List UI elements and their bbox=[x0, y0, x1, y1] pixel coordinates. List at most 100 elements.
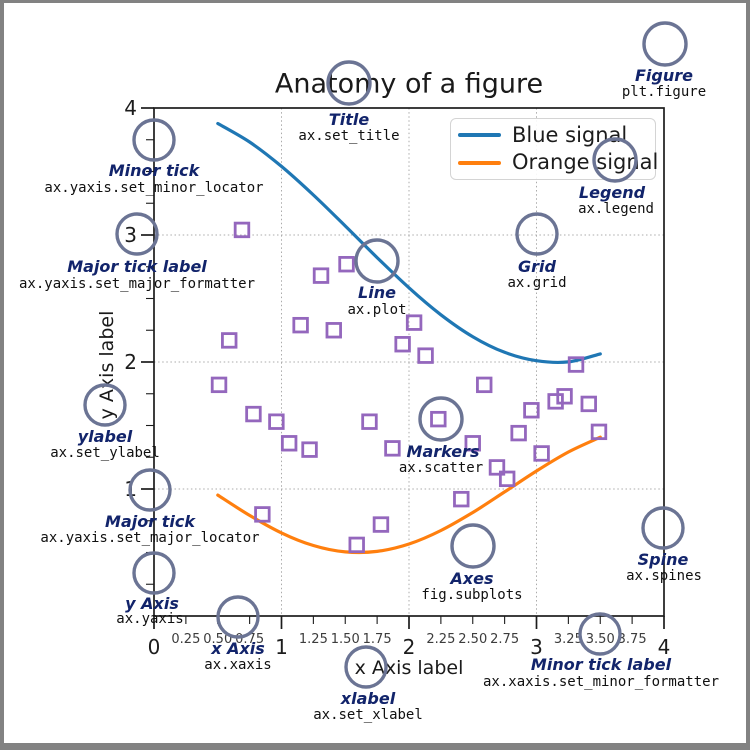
scatter-marker-24 bbox=[510, 424, 527, 442]
scatter-marker-32 bbox=[464, 435, 481, 452]
annotation-code-xlabel: ax.set_xlabel bbox=[313, 707, 423, 723]
scatter-marker-23 bbox=[590, 423, 608, 441]
y-major-tick-label-1: 1 bbox=[124, 477, 137, 501]
annotation-label-grid: Grid bbox=[518, 257, 556, 276]
annotation-circle-axes bbox=[450, 523, 496, 569]
scatter-marker-15 bbox=[430, 410, 447, 428]
x-minor-tick-label-3.75: 3.75 bbox=[618, 632, 647, 647]
annotation-code-axes: fig.subplots bbox=[421, 587, 523, 603]
scatter-marker-6 bbox=[405, 314, 423, 331]
annotation-circle-minor-tick bbox=[132, 118, 176, 162]
annotation-circle-figure bbox=[642, 21, 688, 67]
scatter-marker-1 bbox=[312, 267, 330, 284]
scatter-marker-14 bbox=[361, 413, 378, 430]
scatter-marker-19 bbox=[523, 402, 540, 419]
scatter-marker-9 bbox=[210, 376, 228, 394]
x-major-tick-label-1: 1 bbox=[275, 635, 288, 659]
annotation-circle-grid bbox=[515, 212, 559, 256]
legend-item-blue-signal: Blue signal bbox=[451, 123, 655, 148]
scatter-marker-26 bbox=[488, 459, 506, 476]
x-minor-tick-label-1.25: 1.25 bbox=[299, 632, 328, 647]
annotation-code-minor-tick-label: ax.xaxis.set_minor_formatter bbox=[482, 674, 720, 690]
annotation-code-spine: ax.spines bbox=[626, 568, 702, 584]
legend-label: Orange signal bbox=[512, 150, 659, 175]
annotation-code-major-tick-label: ax.yaxis.set_major_formatter bbox=[18, 276, 256, 292]
annotation-code-grid: ax.grid bbox=[507, 275, 567, 291]
scatter-marker-22 bbox=[580, 395, 597, 413]
annotation-code-ylabel: ax.set_ylabel bbox=[50, 445, 160, 461]
x-minor-tick-label-0.75: 0.75 bbox=[235, 632, 264, 647]
annotation-label-major-tick-label: Major tick label bbox=[67, 257, 207, 276]
scatter-marker-29 bbox=[254, 506, 271, 523]
annotation-code-markers: ax.scatter bbox=[398, 460, 484, 476]
x-minor-tick-label-3.5: 3.50 bbox=[586, 632, 615, 647]
legend-item-orange-signal: Orange signal bbox=[451, 150, 659, 176]
scatter-marker-16 bbox=[384, 440, 401, 457]
annotation-circle-y-axis bbox=[132, 551, 176, 595]
x-axis-label: x Axis label bbox=[354, 657, 464, 679]
legend: Blue signal Orange signal bbox=[450, 118, 659, 180]
scatter-marker-5 bbox=[221, 332, 238, 349]
annotation-code-x-axis: ax.xaxis bbox=[204, 657, 272, 673]
annotation-label-legend: Legend bbox=[578, 183, 646, 202]
annotation-circle-spine bbox=[641, 506, 685, 550]
x-minor-tick-label-1.5: 1.50 bbox=[331, 632, 360, 647]
annotation-circle-major-tick-label bbox=[115, 212, 159, 256]
annotation-label-xlabel: xlabel bbox=[340, 689, 396, 708]
annotation-label-title: Title bbox=[328, 110, 370, 129]
x-major-tick-label-4: 4 bbox=[658, 635, 671, 659]
annotation-label-markers: Markers bbox=[406, 442, 480, 461]
line-orange-signal bbox=[216, 435, 602, 555]
scatter-marker-8 bbox=[417, 347, 434, 364]
scatter-marker-12 bbox=[280, 435, 298, 452]
annotation-circle-major-tick bbox=[128, 468, 172, 512]
scatter-marker-3 bbox=[292, 316, 309, 334]
annotation-code-figure: plt.figure bbox=[621, 84, 707, 100]
y-major-tick-label-2: 2 bbox=[124, 350, 137, 374]
scatter-marker-28 bbox=[453, 490, 470, 508]
annotation-circle-minor-tick-label bbox=[578, 612, 622, 656]
scatter-marker-18 bbox=[567, 356, 585, 373]
x-minor-tick-label-2.25: 2.25 bbox=[426, 632, 455, 647]
scatter-marker-27 bbox=[498, 470, 516, 488]
scatter-marker-17 bbox=[476, 376, 493, 394]
x-minor-tick-label-1.75: 1.75 bbox=[363, 632, 392, 647]
scatter-marker-13 bbox=[301, 441, 318, 458]
blue-line-swatch bbox=[458, 133, 501, 138]
annotation-code-line: ax.plot bbox=[347, 302, 407, 318]
orange-line-swatch bbox=[458, 160, 501, 165]
x-major-tick-label-3: 3 bbox=[530, 635, 543, 659]
scatter-marker-4 bbox=[325, 322, 342, 339]
annotation-label-minor-tick: Minor tick bbox=[108, 161, 200, 180]
x-major-tick-label-0: 0 bbox=[148, 635, 161, 659]
x-minor-tick-label-0.25: 0.25 bbox=[171, 632, 200, 647]
annotation-code-major-tick: ax.yaxis.set_major_locator bbox=[40, 530, 260, 546]
annotation-label-figure: Figure bbox=[635, 66, 693, 85]
scatter-marker-0 bbox=[233, 221, 251, 239]
annotation-code-minor-tick: ax.yaxis.set_minor_locator bbox=[44, 180, 264, 196]
x-minor-tick-label-0.5: 0.50 bbox=[203, 632, 232, 647]
annotation-circle-line bbox=[354, 238, 400, 284]
annotation-code-legend: ax.legend bbox=[578, 201, 654, 217]
scatter-marker-11 bbox=[268, 413, 285, 430]
annotation-code-y-axis: ax.yaxis bbox=[116, 611, 184, 627]
axes-spines bbox=[153, 107, 665, 617]
annotation-label-x-axis: x Axis bbox=[211, 639, 265, 658]
x-minor-tick-label-2.5: 2.50 bbox=[458, 632, 487, 647]
annotation-label-line: Line bbox=[358, 283, 396, 302]
x-major-tick-label-2: 2 bbox=[403, 635, 416, 659]
scatter-marker-2 bbox=[338, 256, 355, 273]
x-minor-tick-label-2.75: 2.75 bbox=[490, 632, 519, 647]
scatter-marker-10 bbox=[245, 405, 262, 423]
annotation-label-spine: Spine bbox=[637, 550, 689, 569]
y-major-tick-label-3: 3 bbox=[124, 223, 137, 247]
y-major-tick-label-4: 4 bbox=[124, 96, 137, 120]
annotation-circle-x-axis bbox=[216, 595, 260, 639]
scatter-marker-25 bbox=[533, 445, 550, 462]
annotation-label-y-axis: y Axis bbox=[125, 594, 179, 613]
chart-title: Anatomy of a figure bbox=[274, 68, 544, 100]
x-minor-tick-label-3.25: 3.25 bbox=[554, 632, 583, 647]
legend-label: Blue signal bbox=[512, 122, 628, 147]
annotation-circle-markers bbox=[418, 396, 464, 442]
annotation-label-axes: Axes bbox=[450, 569, 494, 588]
